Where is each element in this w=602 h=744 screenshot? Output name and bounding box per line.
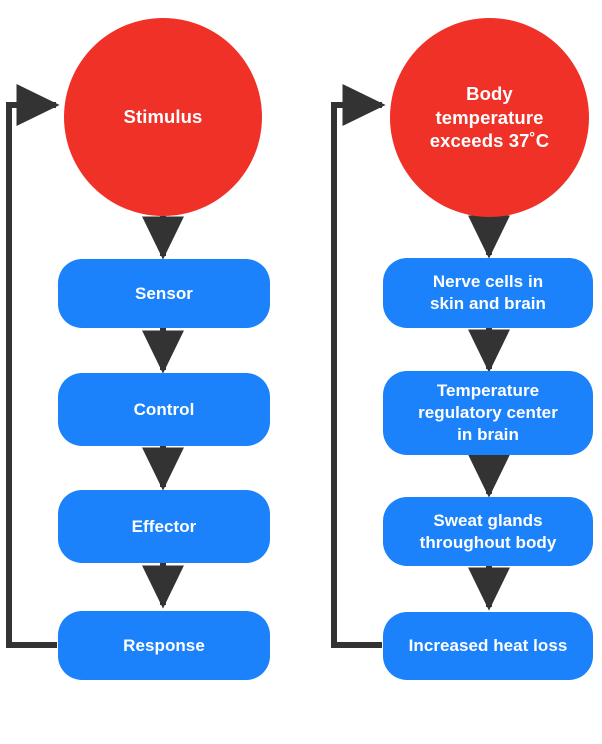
- feedback-arrow-right: [331, 84, 386, 648]
- node-regulatory-center-label: Temperature regulatory center in brain: [418, 381, 558, 444]
- node-control-label: Control: [133, 399, 195, 419]
- node-heat-loss-label: Increased heat loss: [408, 636, 568, 656]
- node-response[interactable]: Response: [58, 611, 270, 680]
- node-control[interactable]: Control: [58, 373, 270, 446]
- node-regulatory-center[interactable]: Temperature regulatory center in brain: [383, 371, 593, 455]
- node-sweat-glands-label: Sweat glands throughout body: [419, 510, 557, 552]
- node-effector-label: Effector: [131, 516, 197, 536]
- node-sensor-label: Sensor: [135, 283, 193, 303]
- node-sensor[interactable]: Sensor: [58, 259, 270, 328]
- node-body-temperature-label: Body temperature exceeds 37˚C: [429, 82, 550, 152]
- node-stimulus-label: Stimulus: [123, 106, 203, 128]
- node-heat-loss[interactable]: Increased heat loss: [383, 612, 593, 680]
- node-nerve-cells[interactable]: Nerve cells in skin and brain: [383, 258, 593, 328]
- node-effector[interactable]: Effector: [58, 490, 270, 563]
- node-response-label: Response: [123, 635, 205, 655]
- node-stimulus[interactable]: Stimulus: [64, 18, 262, 216]
- feedback-arrow-left: [6, 84, 60, 648]
- node-nerve-cells-label: Nerve cells in skin and brain: [430, 272, 546, 313]
- node-body-temperature[interactable]: Body temperature exceeds 37˚C: [390, 18, 589, 217]
- node-sweat-glands[interactable]: Sweat glands throughout body: [383, 497, 593, 566]
